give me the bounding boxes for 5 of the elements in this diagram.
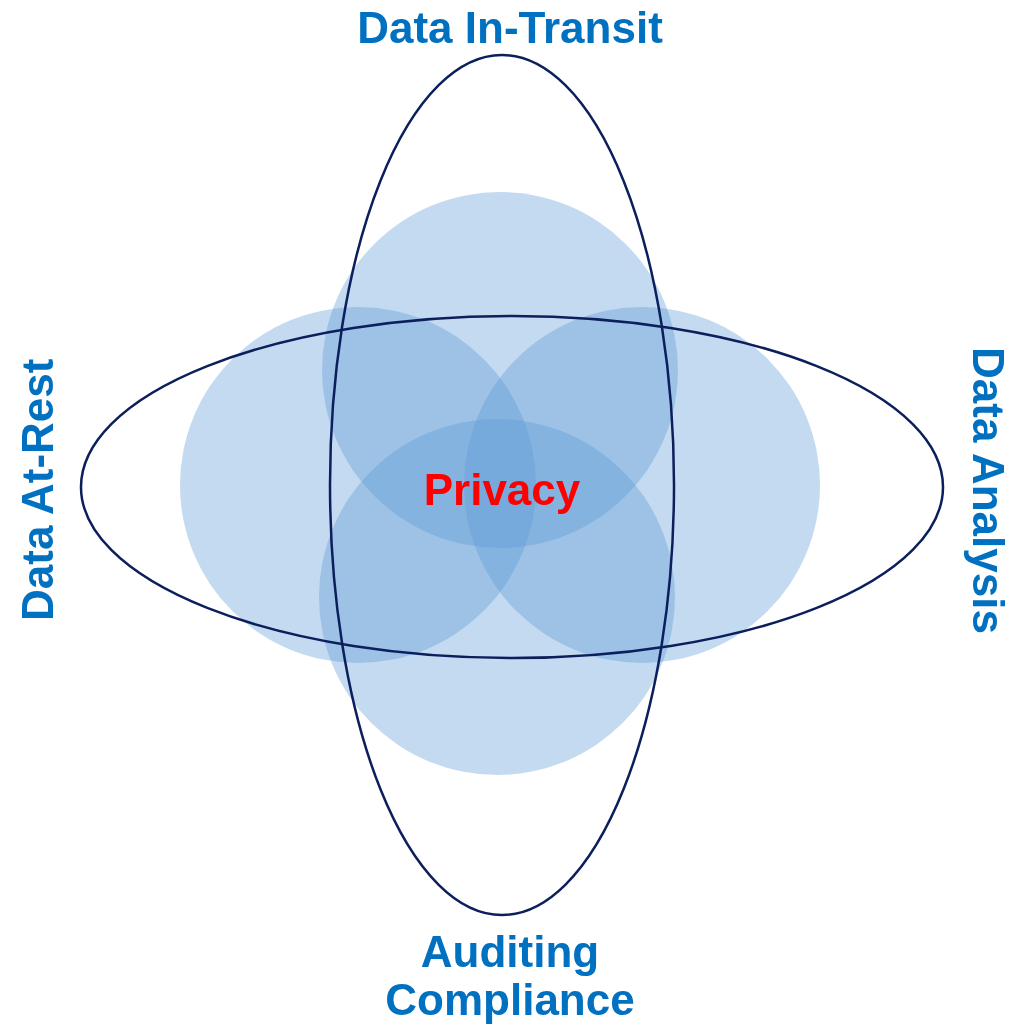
category-label: Data Analysis	[963, 345, 1014, 636]
category-label: Data In-Transit	[356, 4, 664, 52]
center-label: Privacy	[422, 466, 582, 514]
category-label: Auditing Compliance	[384, 928, 636, 1026]
category-label: Data At-Rest	[12, 357, 63, 624]
